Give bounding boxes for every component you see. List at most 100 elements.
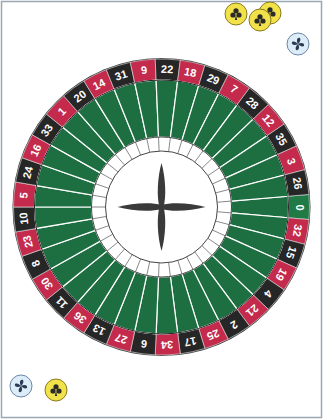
ring-divider (135, 259, 140, 272)
pocket-number: 25 (205, 327, 220, 342)
turret-hub (159, 204, 165, 210)
pocket-number: 11 (54, 294, 70, 310)
pocket-number: 24 (22, 165, 36, 180)
pocket-number: 6 (140, 338, 147, 350)
ring-divider (107, 163, 118, 172)
ring-divider (125, 147, 132, 159)
pocket-number: 27 (114, 331, 129, 345)
pocket-number: 26 (291, 177, 304, 191)
number-pocket (155, 59, 180, 81)
pocket-number: 0 (294, 204, 305, 210)
pocket-number: 17 (183, 335, 197, 348)
inner-ring (92, 137, 232, 277)
number-pocket (14, 207, 37, 232)
ring-divider (213, 178, 226, 184)
pocket-number: 28 (244, 96, 260, 112)
ring-divider (95, 226, 108, 231)
ball-pocket (135, 80, 159, 138)
ring-divider (217, 201, 231, 202)
pocket-number: 8 (30, 259, 43, 269)
yellow-chip (45, 379, 67, 401)
ring-divider (158, 263, 160, 277)
pocket-number: 30 (40, 276, 56, 292)
pocket-number: 22 (161, 64, 174, 76)
ring-divider (115, 249, 124, 260)
ring-divider (208, 238, 220, 246)
turret-arm (158, 207, 165, 251)
ring-divider (158, 137, 160, 151)
pocket-number: 35 (274, 132, 290, 148)
pocket-number: 21 (244, 302, 260, 318)
ring-divider (195, 151, 203, 162)
roulette-wheel (13, 58, 311, 356)
ball-pocket (156, 276, 178, 334)
ring-divider (216, 221, 230, 225)
ring-divider (202, 159, 212, 169)
pocket-number: 13 (92, 322, 108, 337)
ring-divider (93, 216, 107, 218)
pocket-number: 12 (260, 112, 276, 128)
number-pocket (14, 182, 37, 207)
ball-pocket (35, 207, 93, 228)
turret-arm (118, 203, 162, 210)
blue-chip (10, 375, 32, 397)
pocket-number: 3 (285, 156, 297, 165)
ring-divider (100, 234, 112, 241)
ring-divider (208, 168, 220, 176)
pocket-number: 2 (228, 318, 239, 331)
pocket-number: 32 (291, 223, 304, 237)
pocket-number: 29 (205, 72, 220, 87)
pocket-number: 1 (56, 106, 68, 118)
number-pocket (130, 59, 156, 83)
ring-divider (169, 138, 171, 152)
ring-divider (202, 246, 212, 256)
yellow-chip (249, 9, 271, 31)
ring-divider (187, 257, 193, 270)
ring-divider (135, 142, 140, 155)
ring-divider (147, 262, 150, 276)
ring-divider (147, 139, 150, 153)
turret-arm (162, 203, 206, 210)
pocket-number: 33 (40, 122, 56, 138)
ring-divider (178, 140, 182, 153)
ring-divider (187, 144, 193, 157)
ring-divider (92, 207, 106, 208)
pocket-number: 7 (228, 84, 239, 97)
ring-divider (100, 173, 112, 180)
ring-divider (217, 212, 231, 213)
ring-divider (93, 195, 107, 197)
ring-divider (115, 154, 124, 165)
ring-divider (216, 189, 230, 193)
pocket-number: 10 (18, 212, 30, 225)
wheel-center (106, 151, 218, 263)
pocket-number: 15 (284, 245, 298, 260)
ring-divider (169, 263, 171, 277)
ring-divider (213, 230, 226, 236)
pocket-number: 14 (92, 77, 108, 92)
pocket-number: 16 (29, 143, 44, 159)
pocket-number: 23 (22, 234, 36, 249)
number-pocket (288, 194, 309, 219)
wheel-rim (13, 58, 311, 356)
pocket-number: 36 (72, 309, 88, 325)
pocket-number: 9 (140, 65, 147, 77)
yellow-chip (225, 3, 247, 25)
ring-divider (107, 242, 118, 251)
ring-divider (125, 255, 132, 267)
ring-divider (178, 261, 182, 274)
pocket-number: 5 (19, 192, 30, 199)
pocket-number: 18 (183, 66, 197, 79)
blue-chip (287, 33, 309, 55)
pocket-number: 4 (262, 288, 274, 300)
pocket-number: 19 (274, 266, 290, 282)
pocket-number: 31 (114, 68, 129, 82)
turret-arm (158, 163, 165, 207)
pocket-number: 34 (161, 339, 174, 351)
pocket-number: 20 (72, 88, 88, 104)
number-pocket (155, 333, 180, 355)
ring-divider (95, 184, 108, 189)
